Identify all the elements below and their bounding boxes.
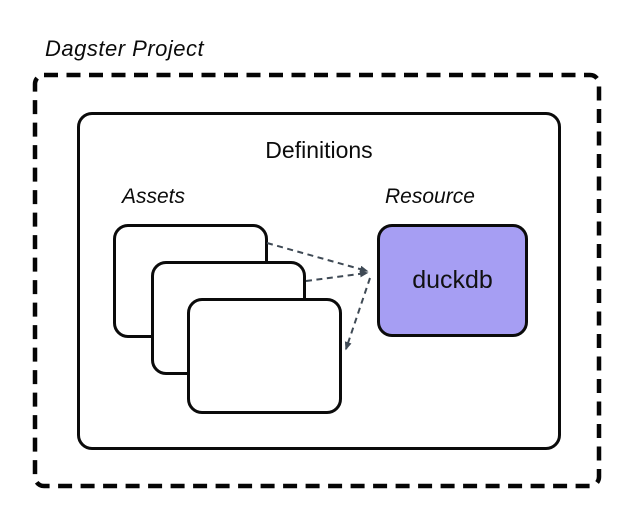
definitions-label: Definitions [265,137,373,163]
project-title: Dagster Project [45,36,205,61]
asset-card [187,298,342,414]
resource-label: Resource [385,185,475,208]
assets-label: Assets [122,185,186,208]
resource-node-duckdb: duckdb [377,224,528,337]
resource-node-label: duckdb [412,266,493,294]
